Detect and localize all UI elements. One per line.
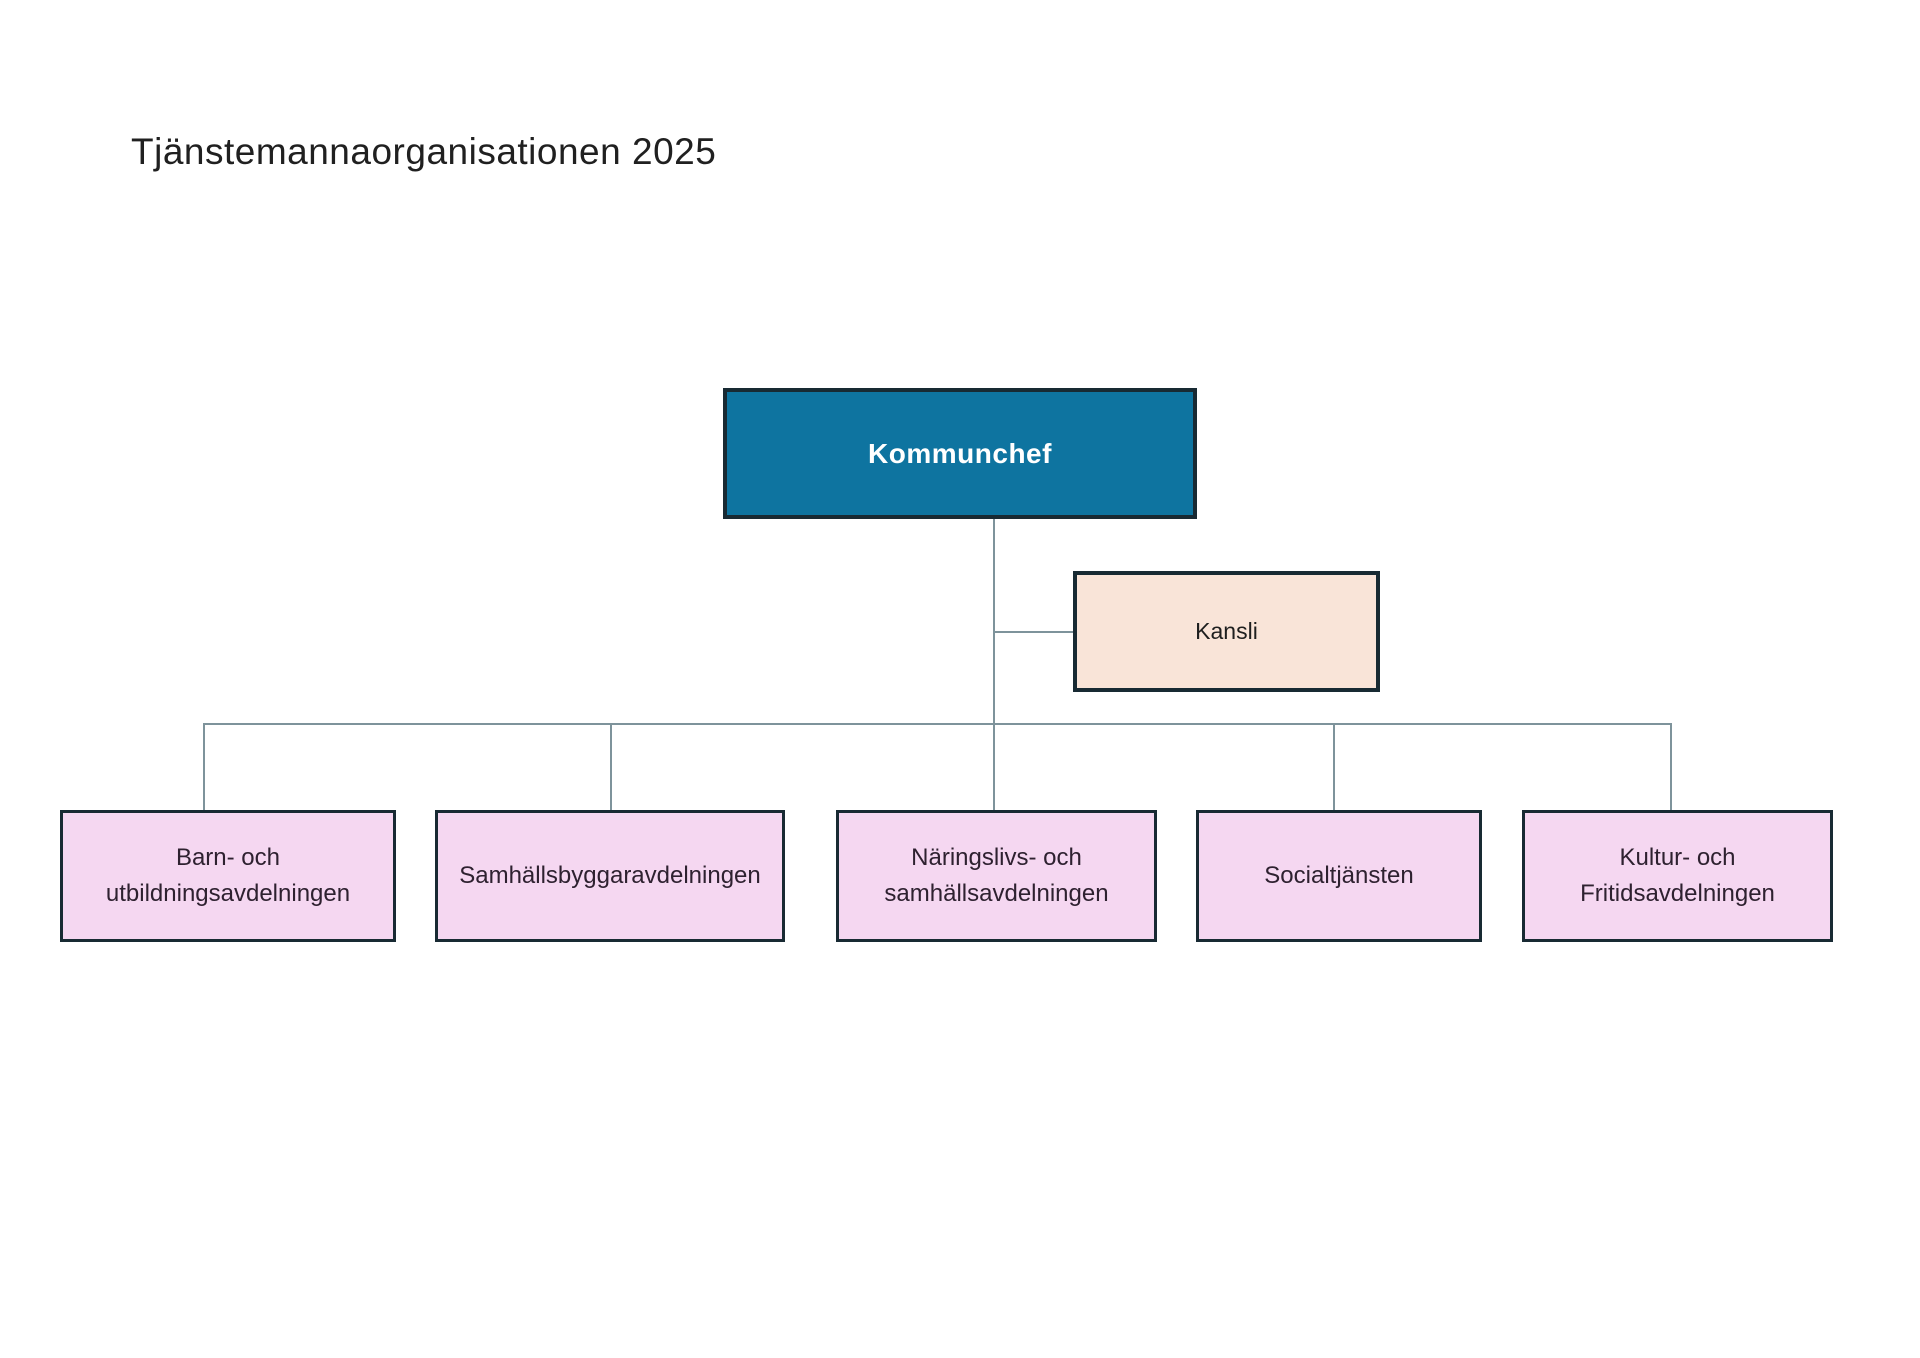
- connector-drop-line-barn-och-utbildning: [203, 723, 205, 810]
- connector-drop-line-kultur-fritid: [1670, 723, 1672, 810]
- connector-drop-line-socialtjansten: [1333, 723, 1335, 810]
- org-node-naringslivs-och-samhallsavdelningen: Näringslivs- och samhällsavdelningen: [836, 810, 1157, 942]
- connector-root-vertical-line: [993, 519, 995, 810]
- org-node-samhallsbyggaravdelningen: Samhällsbyggaravdelningen: [435, 810, 785, 942]
- org-node-kultur-och-fritidsavdelningen: Kultur- och Fritidsavdelningen: [1522, 810, 1833, 942]
- org-node-kansli: Kansli: [1073, 571, 1380, 692]
- org-node-label: Kultur- och Fritidsavdelningen: [1580, 844, 1775, 907]
- org-node-label: Samhällsbyggaravdelningen: [459, 862, 761, 889]
- connector-drop-line-samhallsbyggar: [610, 723, 612, 810]
- org-node-label: Barn- och utbildningsavdelningen: [105, 844, 351, 907]
- org-node-socialtjansten: Socialtjänsten: [1196, 810, 1482, 942]
- org-node-barn-och-utbildningsavdelningen: Barn- och utbildningsavdelningen: [60, 810, 396, 942]
- connector-kansli-horizontal-line: [993, 631, 1073, 633]
- org-node-kommunchef: Kommunchef: [723, 388, 1197, 519]
- org-node-label: Näringslivs- och samhällsavdelningen: [884, 844, 1109, 907]
- org-node-label: Socialtjänsten: [1264, 862, 1414, 889]
- connector-departments-rail-line: [203, 723, 1671, 725]
- page-title: Tjänstemannaorganisationen 2025: [131, 131, 717, 172]
- org-node-kansli-label: Kansli: [1195, 618, 1258, 644]
- org-node-kommunchef-label: Kommunchef: [868, 437, 1052, 469]
